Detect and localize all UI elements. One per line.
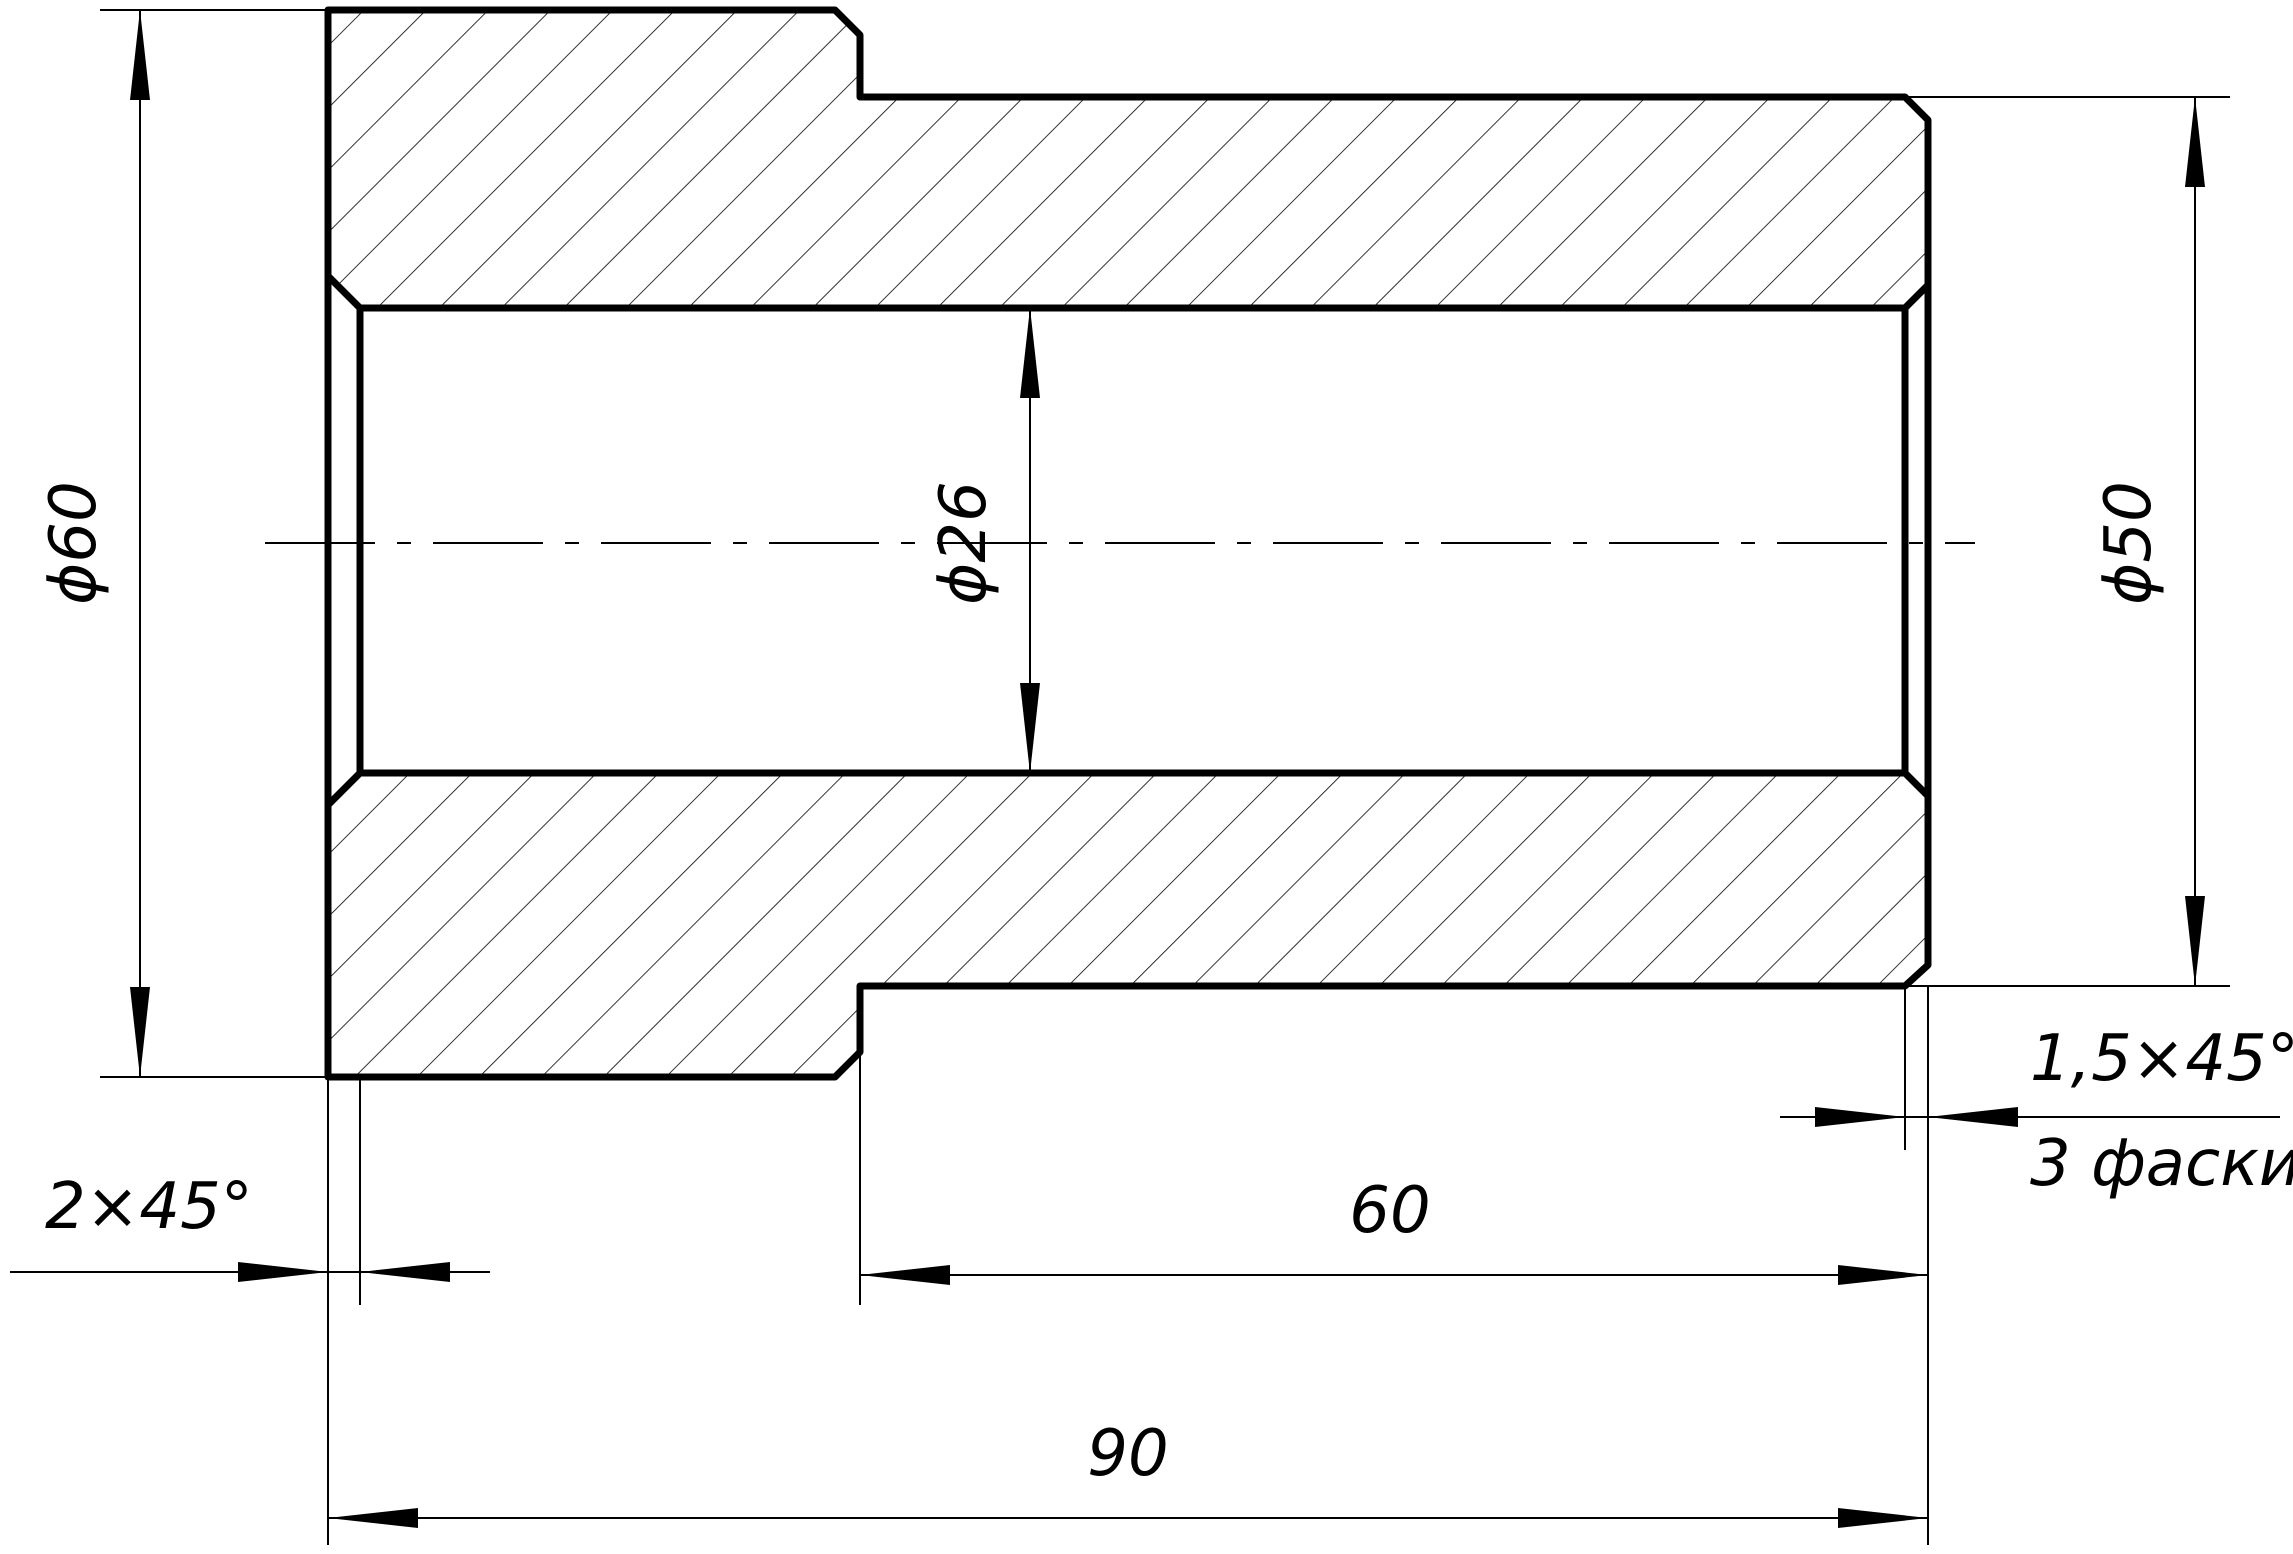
upper-wall-hatch	[328, 10, 1928, 308]
note-chamfer-count: 3 фаски	[2030, 1127, 2293, 1201]
chamfer-right-bottom	[1901, 769, 1932, 800]
arrowhead	[1838, 1265, 1928, 1285]
label-step-diameter: ϕ50	[2092, 481, 2166, 605]
dim-chamfer-left: 2×45°	[10, 1170, 490, 1282]
arrowhead	[1020, 683, 1040, 773]
dim-chamfer-right: 1,5×45° 3 фаски	[1780, 1022, 2293, 1201]
arrowhead	[1838, 1508, 1928, 1528]
arrowhead	[360, 1262, 450, 1282]
arrowhead	[2185, 896, 2205, 986]
outer-contour	[324, 6, 1932, 1081]
lower-wall-hatch	[328, 773, 1928, 1077]
dim-outer-diameter: ϕ60	[37, 10, 150, 1077]
dim-step-diameter: ϕ50	[2092, 97, 2205, 986]
arrowhead	[130, 10, 150, 100]
arrowhead	[130, 987, 150, 1077]
label-chamfer-left: 2×45°	[45, 1170, 253, 1244]
part-outline	[324, 6, 1932, 1081]
dim-inner-diameter: ϕ26	[927, 308, 1040, 773]
chamfer-left-top	[324, 272, 364, 312]
chamfer-right-top	[1901, 281, 1932, 312]
dim-step-length: 60	[860, 1174, 1928, 1285]
label-inner-diameter: ϕ26	[927, 481, 1001, 605]
label-chamfer-right: 1,5×45°	[2030, 1022, 2293, 1096]
section-hatching	[328, 10, 1928, 1077]
arrowhead	[2185, 97, 2205, 187]
arrowhead	[1928, 1107, 2018, 1127]
arrowhead	[238, 1262, 328, 1282]
label-step-length: 60	[1349, 1174, 1430, 1248]
arrowhead	[1815, 1107, 1905, 1127]
label-total-length: 90	[1087, 1417, 1168, 1491]
chamfer-left-bottom	[324, 769, 364, 809]
label-outer-diameter: ϕ60	[37, 481, 111, 605]
arrowhead	[328, 1508, 418, 1528]
extension-lines	[100, 9, 2230, 1545]
arrowhead	[860, 1265, 950, 1285]
arrowhead	[1020, 308, 1040, 398]
dim-total-length: 90	[328, 1417, 1928, 1528]
